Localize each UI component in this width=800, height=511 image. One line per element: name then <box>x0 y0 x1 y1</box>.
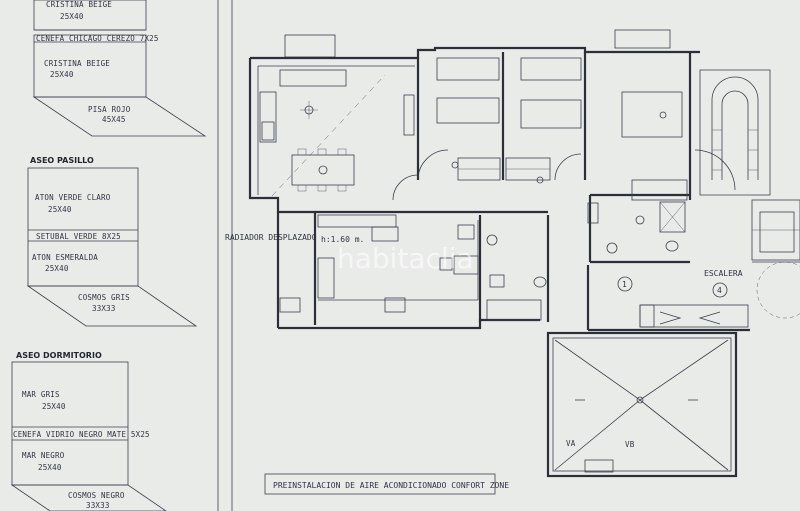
tile-size: 25X40 <box>60 12 84 21</box>
section-title: ASEO DORMITORIO <box>16 351 102 360</box>
tile-group-aseo-pasillo: ASEO PASILLO ATON VERDE CLARO 25X40 SETU… <box>26 156 198 327</box>
tile-size: 25X40 <box>48 205 72 214</box>
tile-label: CRISTINA BEIGE <box>46 0 112 9</box>
tile-label: COSMOS GRIS <box>78 293 130 302</box>
tile-size: 25X40 <box>45 264 69 273</box>
tile-size: 33X33 <box>92 304 116 313</box>
apartment-plan <box>248 29 800 495</box>
height-label: h:1.60 m. <box>321 235 364 244</box>
tile-group-aseo-dormitorio: ASEO DORMITORIO MAR GRIS 25X40 CENEFA VI… <box>10 351 167 511</box>
tile-group-top: CRISTINA BEIGE 25X40 CENEFA CHICAGO CERE… <box>32 0 207 137</box>
marker-4: 4 <box>717 286 722 295</box>
marker-1: 1 <box>622 280 627 289</box>
escalera-label: ESCALERA <box>704 269 743 278</box>
tile-size: 25X40 <box>42 402 66 411</box>
tile-label: CRISTINA BEIGE <box>44 59 110 68</box>
section-title: ASEO PASILLO <box>30 156 94 165</box>
tile-label: CENEFA VIDRIO NEGRO MATE 5X25 <box>13 430 150 439</box>
tile-label: MAR NEGRO <box>22 451 65 460</box>
tile-legend: CRISTINA BEIGE 25X40 CENEFA CHICAGO CERE… <box>10 0 233 511</box>
marker-1-circle <box>617 276 633 292</box>
va-label: VA <box>566 439 576 448</box>
tile-size: 25X40 <box>50 70 74 79</box>
radiador-label: RADIADOR DESPLAZADO <box>225 233 317 242</box>
plan-caption: PREINSTALACION DE AIRE ACONDICIONADO CON… <box>273 481 509 490</box>
terrace <box>546 331 738 478</box>
tile-size: 25X40 <box>38 463 62 472</box>
tile-label: PISA ROJO <box>88 105 131 114</box>
tile-label: COSMOS NEGRO <box>68 491 125 500</box>
tile-label: ATON ESMERALDA <box>32 253 98 262</box>
tile-label: CENEFA CHICAGO CEREZO 7X25 <box>36 34 159 43</box>
tile-label: SETUBAL VERDE 8X25 <box>36 232 121 241</box>
tile-size: 33X33 <box>86 501 110 510</box>
stairwell <box>694 69 800 319</box>
marker-4-circle <box>712 282 728 298</box>
tile-size: 45X45 <box>102 115 126 124</box>
tile-label: MAR GRIS <box>22 390 60 399</box>
watermark: habitaclia <box>337 242 474 275</box>
tile-label: ATON VERDE CLARO <box>35 193 111 202</box>
vb-label: VB <box>625 440 635 449</box>
